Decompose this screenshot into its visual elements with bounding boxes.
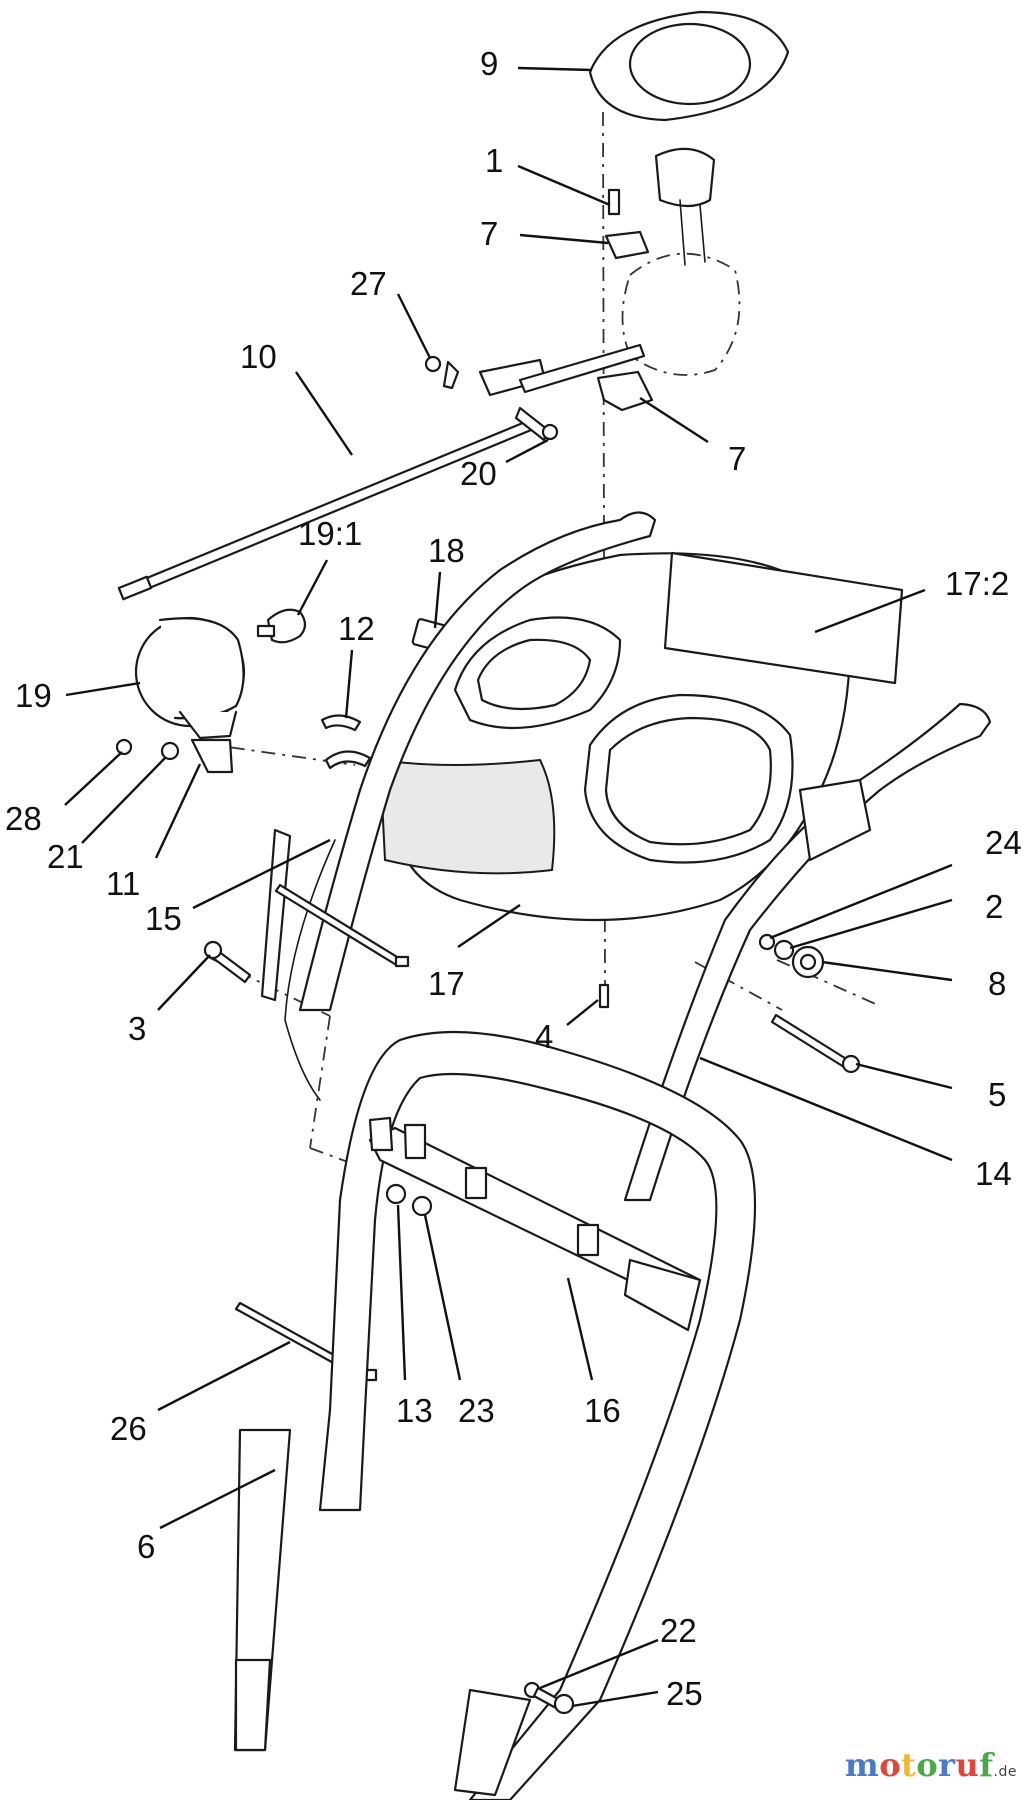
watermark-letter: o [879,1746,902,1784]
callout-28: 28 [5,800,42,837]
part-5-bolt [770,1013,861,1074]
callout-25: 25 [666,1675,703,1712]
part-12-clip [320,714,372,770]
callout-7-lower: 7 [728,440,746,477]
part-19-headlight [134,616,246,774]
part-1-bolt [607,188,621,216]
chute-handle-ghost [621,147,741,376]
leader-lines [64,66,953,1708]
callout-15: 15 [145,900,182,937]
part-3-bolt [203,940,252,984]
callout-22: 22 [660,1612,697,1649]
part-27-washer [424,355,460,390]
part-15-handle-left [260,511,657,1101]
part-15-cable-tie [274,883,410,968]
callout-12: 12 [338,610,375,647]
part-8-knob [791,945,825,979]
callout-labels: 9 1 7 27 10 7 20 19:1 18 17:2 12 19 28 2… [5,45,1022,1712]
watermark-letter: m [844,1746,880,1784]
callout-6: 6 [137,1528,155,1565]
callout-27: 27 [350,265,387,302]
part-6-lower-handle [233,1030,757,1800]
callout-9: 9 [480,45,498,82]
callout-10: 10 [240,338,277,375]
part-2-washer [773,939,795,961]
callout-19-1: 19:1 [298,515,362,552]
callout-1: 1 [485,142,503,179]
callout-8: 8 [988,965,1006,1002]
part-9-chute-cap [588,10,790,122]
callout-11: 11 [106,865,140,902]
callout-5: 5 [988,1076,1006,1113]
watermark-letter: o [916,1746,939,1784]
callout-16: 16 [584,1392,621,1429]
part-20-pin [514,406,559,442]
watermark-letter: r [938,1746,956,1784]
part-10-control-rod [117,343,646,601]
part-4-screw [598,983,610,1009]
watermark-suffix: .de [993,1764,1017,1780]
callout-17-2: 17:2 [945,565,1009,602]
watermark-letter: f [979,1746,994,1784]
callout-7-upper: 7 [480,215,498,252]
callout-4: 4 [535,1018,553,1055]
callout-13: 13 [396,1392,433,1429]
part-25-bolt [532,1686,575,1715]
callout-20: 20 [460,455,497,492]
part-7-bracket-upper [604,230,650,260]
callout-26: 26 [110,1410,147,1447]
part-14-handle-right [623,702,992,1202]
part-19-1-bulb [256,608,307,644]
watermark-logo: motoruf.de [845,1746,1017,1784]
callout-19: 19 [15,677,52,714]
watermark-letter: t [901,1746,917,1784]
callout-17: 17 [428,965,465,1002]
part-13-washer [385,1183,407,1205]
callout-18: 18 [428,532,465,569]
callout-21: 21 [47,838,84,875]
callout-3: 3 [128,1010,146,1047]
part-16-control-bar [368,1116,702,1332]
part-7-bracket-lower [596,370,654,412]
callout-23: 23 [458,1392,495,1429]
part-23-nut [411,1195,433,1217]
part-28-nut [115,738,133,756]
callout-24: 24 [985,824,1022,861]
part-21-washer [160,741,180,761]
callout-14: 14 [975,1155,1012,1192]
callout-2: 2 [985,888,1003,925]
watermark-letter: u [955,1746,980,1784]
part-17-2-decal [663,551,904,685]
